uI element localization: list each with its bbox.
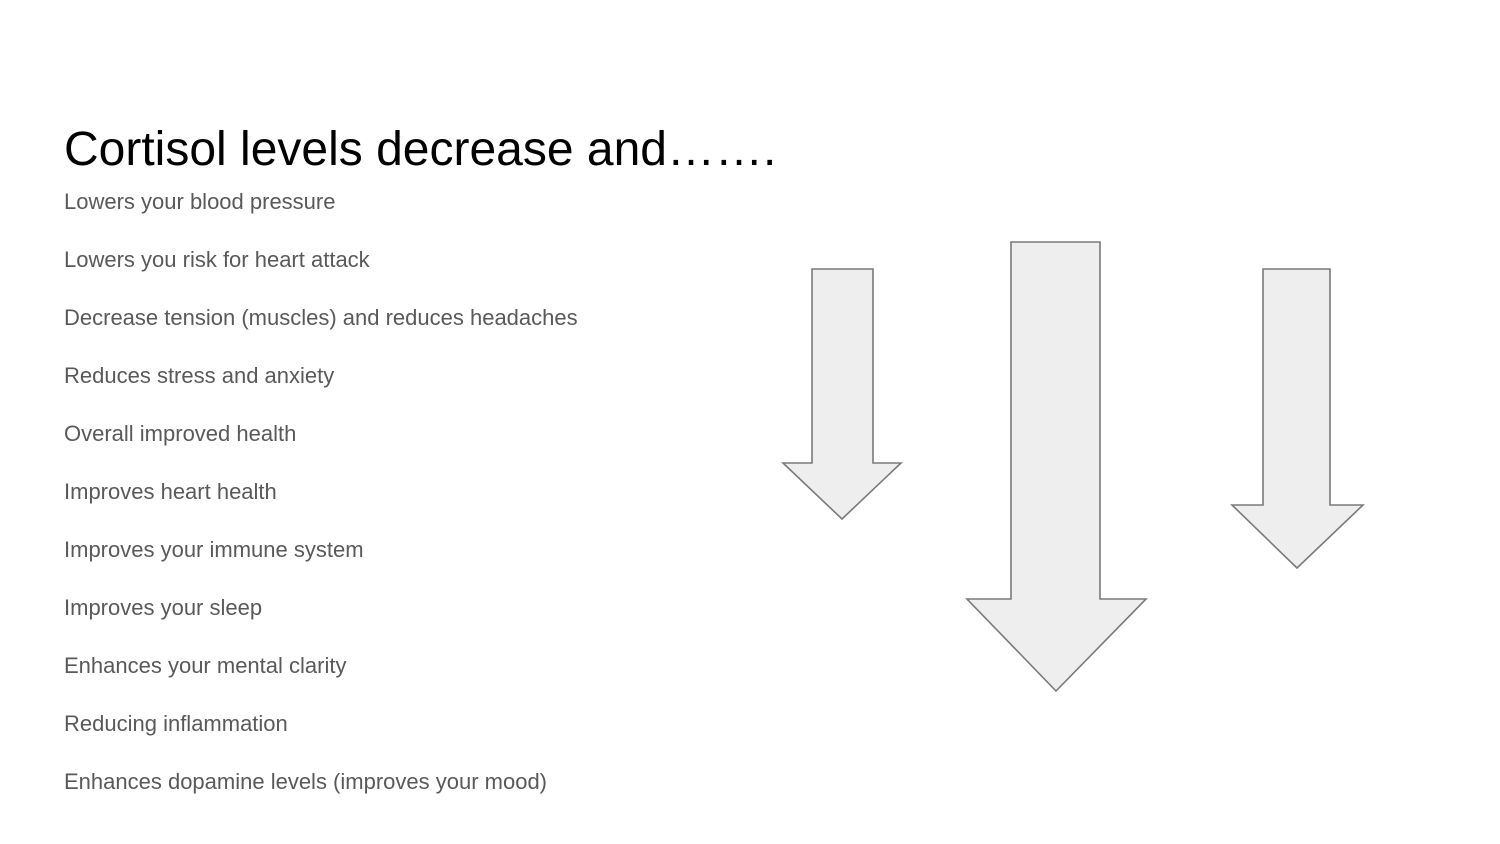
list-item: Reduces stress and anxiety bbox=[64, 363, 335, 388]
list-item: Overall improved health bbox=[64, 421, 297, 446]
down-arrow-left-shape bbox=[780, 268, 904, 521]
list-item: Enhances dopamine levels (improves your … bbox=[64, 769, 548, 794]
page-title: Cortisol levels decrease and……. bbox=[64, 123, 777, 177]
list-item: Improves your immune system bbox=[64, 537, 364, 562]
list-item: Decrease tension (muscles) and reduces h… bbox=[64, 305, 578, 330]
benefits-list: Lowers your blood pressure Lowers you ri… bbox=[64, 188, 764, 826]
list-item: Enhances your mental clarity bbox=[64, 653, 347, 678]
down-arrow-center-shape bbox=[965, 241, 1148, 693]
down-arrow-right-shape bbox=[1230, 268, 1365, 570]
list-item: Lowers you risk for heart attack bbox=[64, 247, 370, 272]
list-item: Reducing inflammation bbox=[64, 711, 288, 736]
list-item: Improves heart health bbox=[64, 479, 277, 504]
list-item: Lowers your blood pressure bbox=[64, 189, 336, 214]
list-item: Improves your sleep bbox=[64, 595, 263, 620]
